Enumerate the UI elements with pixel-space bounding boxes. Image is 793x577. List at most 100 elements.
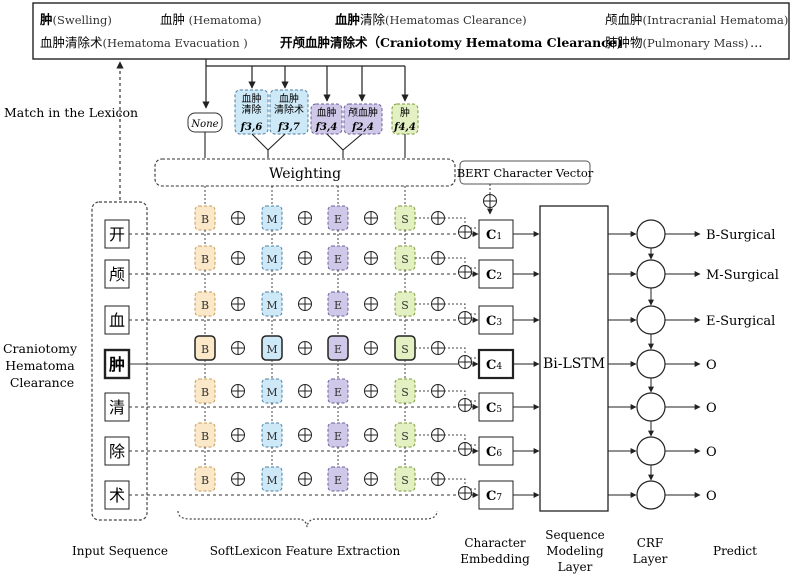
bmes-label: B [201, 386, 209, 399]
word-feature: f4,4 [393, 122, 416, 133]
prediction-label: O [706, 489, 717, 504]
char-embedding-main: C [486, 445, 496, 460]
input-char: 清 [109, 398, 125, 417]
bmes-m-box: M [261, 466, 283, 492]
lexicon-word: 血肿 [160, 12, 185, 27]
char-embedding-label: C6 [486, 445, 502, 460]
input-label: Craniotomy Hematoma Clearance [3, 341, 81, 390]
prediction-label: M-Surgical [706, 268, 779, 283]
bottom-label-2: SoftLexicon Feature Extraction [210, 544, 401, 558]
word-text: 血肿 [279, 92, 299, 105]
lexicon-word-bold: 肿 [40, 12, 53, 27]
oplus-icon [431, 341, 445, 355]
char-embedding-main: C [486, 314, 496, 329]
bmes-label: S [401, 213, 409, 226]
input-char: 术 [109, 486, 125, 505]
word-text: 清除术 [274, 103, 304, 116]
oplus-icon [231, 211, 245, 225]
oplus-icon [231, 384, 245, 398]
lexicon-gloss: (Swelling) [53, 13, 112, 27]
lexicon-word: 血肿清除术 [40, 35, 103, 50]
bmes-label: B [201, 430, 209, 443]
word-text: 肿 [400, 106, 410, 119]
oplus-icon [298, 251, 312, 265]
oplus-icon [364, 297, 378, 311]
char-embedding-main: C [486, 401, 496, 416]
input-char: 肿 [109, 355, 125, 374]
oplus-icon [458, 398, 472, 412]
lexicon-links [202, 59, 409, 109]
input-char: 颅 [109, 265, 125, 284]
bmes-label: E [334, 213, 342, 226]
bilstm-label: Bi-LSTM [543, 356, 605, 372]
bottom-label-line: Modeling [546, 544, 604, 558]
lexicon-gloss: (Hematomas Clearance) [385, 13, 527, 27]
bottom-labels: Input Sequence SoftLexicon Feature Extrac… [72, 528, 757, 574]
char-embedding-box [478, 392, 514, 422]
crf-node-2: M-Surgical [608, 259, 779, 289]
char-embedding-main: C [486, 489, 496, 504]
bmes-e-box: E [327, 335, 349, 361]
bottom-label-1: Input Sequence [72, 544, 168, 558]
match-label: Match in the Lexicon [4, 105, 138, 120]
oplus-icon [231, 428, 245, 442]
oplus-icon [231, 251, 245, 265]
bmes-b-box: B [194, 291, 216, 317]
bmes-label: M [266, 213, 277, 226]
prediction-label: O [706, 401, 717, 416]
bottom-label-line: SoftLexicon Feature Extraction [210, 544, 401, 558]
oplus-icon [298, 472, 312, 486]
weighting-label: Weighting [269, 166, 341, 182]
bert-label: BERT Character Vector [457, 166, 594, 180]
crf-node-4: O [608, 349, 717, 379]
oplus-icon [298, 341, 312, 355]
char-embedding-label: C3 [486, 314, 502, 329]
bmes-label: S [401, 474, 409, 487]
char-embedding-sub: 6 [496, 449, 502, 459]
char-embedding-box [478, 219, 514, 249]
oplus-icon [431, 251, 445, 265]
bmes-b-box: B [194, 378, 216, 404]
none-label: None [190, 119, 218, 130]
word-text: 清除 [242, 103, 262, 116]
crf-node-6: O [608, 436, 717, 466]
bmes-label: E [334, 343, 342, 356]
bmes-label: S [401, 253, 409, 266]
lexicon-word: 清除 [360, 12, 386, 27]
bmes-label: S [401, 430, 409, 443]
bmes-label: E [334, 430, 342, 443]
char-embedding-main: C [486, 268, 496, 283]
oplus-icon [364, 384, 378, 398]
bmes-label: M [266, 253, 277, 266]
bmes-b-box: B [194, 245, 216, 271]
oplus-icon [458, 442, 472, 456]
bmes-b-box: B [194, 205, 216, 231]
bottom-label-6: Predict [713, 544, 757, 558]
oplus-icon [431, 428, 445, 442]
word-text: 血肿 [317, 106, 337, 119]
char-box [104, 392, 130, 422]
lexicon-row-2: 血肿清除术(Hematoma Evacuation )开颅血肿清除术（Crani… [40, 35, 763, 50]
oplus-icon [298, 297, 312, 311]
char-embedding-main: C [486, 358, 496, 373]
char-box [104, 480, 130, 510]
bmes-b-box: B [194, 466, 216, 492]
bmes-m-box: M [261, 378, 283, 404]
char-embedding-sub: 1 [496, 232, 502, 242]
input-char: 除 [109, 442, 125, 461]
feature-brace [177, 510, 438, 528]
bottom-label-line: Input Sequence [72, 544, 168, 558]
lexicon-gloss: (Hematoma) [185, 13, 262, 27]
crf-node-5: O [608, 392, 717, 422]
bmes-m-box: M [261, 335, 283, 361]
